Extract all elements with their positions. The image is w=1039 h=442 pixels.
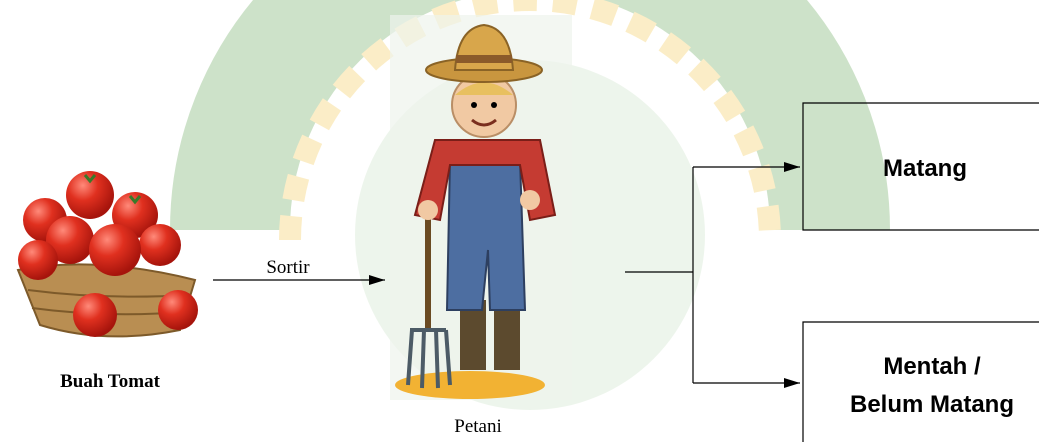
- farmer-icon: [390, 15, 572, 400]
- output-box-mentah: Mentah / Belum Matang: [803, 322, 1039, 442]
- output-label-mentah-line1: Mentah /: [883, 353, 981, 380]
- output-label-mentah-line2: Belum Matang: [850, 391, 1014, 418]
- tomato-basket-icon: [18, 171, 198, 337]
- actor-label: Petani: [454, 416, 502, 437]
- input-label: Buah Tomat: [60, 371, 160, 392]
- output-label-matang: Matang: [883, 155, 967, 182]
- sort-arrow-label: Sortir: [266, 257, 310, 278]
